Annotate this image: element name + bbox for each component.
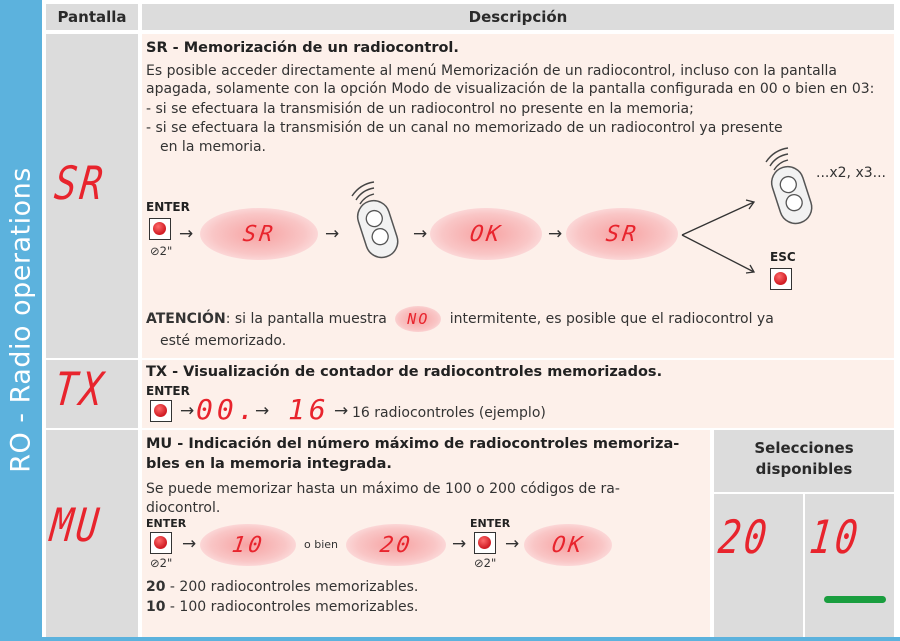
selection-cell-10[interactable]: [805, 494, 894, 637]
section-sidebar: [0, 0, 42, 641]
mu-line-1-value: 20: [146, 579, 166, 595]
tx-result: 16 radiocontroles (ejemplo): [352, 405, 546, 421]
sr-bullet-2-cont: en la memoria.: [160, 139, 266, 155]
mu-option-2: 20: [377, 532, 415, 558]
tx-value-1: 00.: [196, 393, 259, 426]
sr-warning-no: NO: [407, 310, 430, 328]
sr-warning-label: ATENCIÓN: [146, 311, 226, 327]
mu-line-2: 10 - 100 radiocontroles memorizables.: [146, 598, 418, 616]
sr-timer: ⊘2": [150, 244, 173, 258]
selection-cell-20[interactable]: [714, 494, 803, 637]
mu-display: MU: [47, 498, 105, 552]
mu-timer-2: ⊘2": [474, 556, 497, 570]
header-description: Descripción: [142, 4, 894, 30]
arrow-icon: →: [325, 224, 340, 244]
sr-enter-label: ENTER: [146, 200, 190, 214]
tx-display: TX: [51, 362, 109, 416]
sr-warning: ATENCIÓN: si la pantalla muestra NO inte…: [146, 306, 888, 332]
mu-enter-button-2[interactable]: [474, 532, 496, 554]
sr-bullet-1: - si se efectuara la transmisión de un r…: [146, 101, 694, 117]
mu-oval-2: 20: [346, 524, 446, 566]
mu-paragraph-1: Se puede memorizar hasta un máximo de 10…: [146, 481, 620, 497]
tx-enter-button[interactable]: [150, 400, 172, 422]
sr-repeat-label: ...x2, x3...: [816, 165, 886, 181]
mu-oval-ok: OK: [524, 524, 612, 566]
sr-warning-text-1: : si la pantalla muestra: [225, 311, 387, 327]
sr-warning-no-oval: NO: [395, 306, 442, 332]
sr-step-1: SR: [240, 221, 278, 247]
sr-oval-3: SR: [566, 208, 678, 260]
sr-esc-button[interactable]: [770, 268, 792, 290]
tx-content: [142, 360, 894, 428]
sr-content: [142, 34, 894, 358]
sr-screen-cell: [46, 34, 138, 358]
mu-ok: OK: [549, 532, 587, 558]
mu-enter-label-2: ENTER: [470, 517, 511, 530]
arrow-icon: →: [180, 401, 195, 421]
selection-value-20: 20: [715, 510, 773, 564]
branch-arrows-icon: [681, 199, 756, 274]
tx-screen-cell: [46, 360, 138, 428]
bottom-rule: [42, 637, 900, 641]
arrow-icon: →: [413, 224, 428, 244]
sr-paragraph: Es posible acceder directamente al menú …: [146, 63, 875, 97]
arrow-icon: →: [505, 534, 520, 554]
sr-esc-label: ESC: [770, 250, 796, 264]
tx-title: TX - Visualización de contador de radioc…: [146, 364, 663, 380]
arrow-icon: →: [548, 224, 563, 244]
mu-screen-cell: [46, 430, 138, 637]
mu-enter-button[interactable]: [150, 532, 172, 554]
arrow-icon: →: [452, 534, 467, 554]
arrow-icon: →: [179, 224, 194, 244]
mu-timer: ⊘2": [150, 556, 173, 570]
sr-step-2: OK: [467, 221, 505, 247]
sr-display: SR: [51, 156, 109, 210]
selection-value-10: 10: [806, 510, 864, 564]
mu-line-2-text: - 100 radiocontroles memorizables.: [165, 599, 419, 615]
sr-step-3: SR: [603, 221, 641, 247]
mu-title-1: MU - Indicación del número máximo de rad…: [146, 436, 680, 452]
section-title: RO - Radio operations: [5, 167, 37, 473]
header-screen: Pantalla: [46, 4, 138, 30]
mu-oval-1: 10: [200, 524, 296, 566]
sr-enter-button[interactable]: [149, 218, 171, 240]
mu-enter-label: ENTER: [146, 517, 187, 530]
arrow-icon: →: [334, 401, 349, 421]
tx-enter-label: ENTER: [146, 384, 190, 398]
mu-option-1: 10: [229, 532, 267, 558]
arrow-icon: →: [255, 401, 270, 421]
mu-title-2: bles en la memoria integrada.: [146, 456, 392, 472]
mu-paragraph-2: diocontrol.: [146, 500, 221, 516]
mu-line-1: 20 - 200 radiocontroles memorizables.: [146, 578, 418, 596]
selections-header: Selecciones disponibles: [714, 430, 894, 492]
tx-value-2: 16: [288, 393, 330, 426]
sr-oval-2: OK: [430, 208, 542, 260]
sr-title: SR - Memorización de un radiocontrol.: [146, 40, 459, 56]
selected-indicator: [824, 596, 886, 603]
mu-line-2-value: 10: [146, 599, 166, 615]
sr-warning-text-3: esté memorizado.: [160, 333, 287, 349]
sr-oval-1: SR: [200, 208, 318, 260]
sr-warning-text-2: intermitente, es posible que el radiocon…: [449, 311, 774, 327]
mu-line-1-text: - 200 radiocontroles memorizables.: [165, 579, 419, 595]
mu-or-label: o bien: [304, 538, 339, 551]
remote-icon: [765, 147, 813, 225]
remote-icon: [351, 181, 399, 259]
sr-bullet-2: - si se efectuara la transmisión de un c…: [146, 120, 783, 136]
arrow-icon: →: [182, 534, 197, 554]
